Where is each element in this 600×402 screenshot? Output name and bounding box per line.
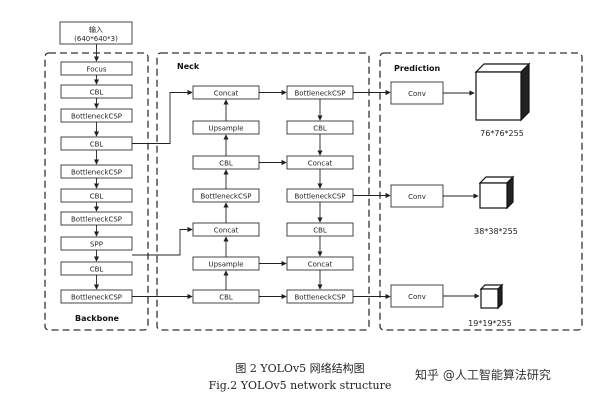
backbone-cbl-4-label: CBL bbox=[90, 266, 104, 274]
neck-right-bcsp-1-block: BottleneckCSP bbox=[286, 85, 354, 100]
neck-right-bcsp-2-block: BottleneckCSP bbox=[286, 188, 354, 203]
backbone-cbl-2-block: CBL bbox=[60, 136, 133, 151]
input-size: (640*640*3) bbox=[74, 35, 118, 43]
prediction-label: Prediction bbox=[394, 64, 441, 73]
output-cube-large bbox=[474, 62, 531, 122]
neck-concat-2-label: Concat bbox=[214, 227, 239, 235]
prediction-conv-1-label: Conv bbox=[408, 90, 426, 98]
backbone-cbl-1-label: CBL bbox=[90, 89, 104, 97]
backbone-cbl-1-block: CBL bbox=[60, 84, 133, 99]
neck-cbl-2-label: CBL bbox=[219, 294, 233, 302]
output-size-medium: 38*38*255 bbox=[474, 227, 518, 236]
neck-bcsp-1-block: BottleneckCSP bbox=[192, 188, 260, 203]
prediction-conv-3-block: Conv bbox=[390, 284, 444, 308]
neck-right-bcsp-2-label: BottleneckCSP bbox=[294, 193, 345, 201]
backbone-cbl-3-block: CBL bbox=[60, 188, 133, 203]
backbone-bcsp-4-label: BottleneckCSP bbox=[71, 294, 122, 302]
backbone-bcsp-2-label: BottleneckCSP bbox=[71, 169, 122, 177]
neck-right-cbl-1-label: CBL bbox=[313, 125, 327, 133]
figure-caption-en: Fig.2 YOLOv5 network structure bbox=[208, 379, 392, 392]
neck-right-concat-2-label: Concat bbox=[308, 261, 333, 269]
backbone-focus-block: Focus bbox=[60, 61, 133, 76]
backbone-spp-label: SPP bbox=[90, 241, 103, 249]
prediction-conv-2-block: Conv bbox=[390, 184, 444, 208]
neck-arrows bbox=[132, 89, 391, 300]
output-cube-small bbox=[479, 283, 504, 310]
backbone-bcsp-1-block: BottleneckCSP bbox=[60, 108, 133, 123]
neck-upsample-2-block: Upsample bbox=[192, 256, 260, 271]
neck-cbl-2-block: CBL bbox=[192, 289, 260, 304]
output-size-small: 19*19*255 bbox=[468, 319, 512, 328]
neck-label: Neck bbox=[177, 62, 200, 71]
prediction-conv-3-label: Conv bbox=[408, 293, 426, 301]
backbone-bcsp-1-label: BottleneckCSP bbox=[71, 113, 122, 121]
neck-concat-1-block: Concat bbox=[192, 85, 260, 100]
neck-upsample-2-label: Upsample bbox=[208, 261, 243, 269]
output-cube-medium bbox=[478, 175, 515, 210]
neck-bcsp-1-label: BottleneckCSP bbox=[200, 193, 251, 201]
backbone-label: Backbone bbox=[75, 314, 119, 323]
neck-right-bcsp-3-block: BottleneckCSP bbox=[286, 289, 354, 304]
backbone-spp-block: SPP bbox=[60, 236, 133, 251]
neck-right-bcsp-3-label: BottleneckCSP bbox=[294, 294, 345, 302]
neck-right-concat-1-label: Concat bbox=[308, 160, 333, 168]
neck-panel bbox=[156, 52, 370, 331]
prediction-conv-1-block: Conv bbox=[390, 81, 444, 105]
prediction-panel bbox=[379, 52, 583, 331]
neck-right-cbl-2-label: CBL bbox=[313, 227, 327, 235]
backbone-cbl-2-label: CBL bbox=[90, 141, 104, 149]
figure-caption-cn: 图 2 YOLOv5 网络结构图 bbox=[235, 362, 365, 375]
backbone-bcsp-3-label: BottleneckCSP bbox=[71, 216, 122, 224]
backbone-bcsp-2-block: BottleneckCSP bbox=[60, 164, 133, 179]
neck-concat-1-label: Concat bbox=[214, 90, 239, 98]
prediction-conv-2-label: Conv bbox=[408, 193, 426, 201]
backbone-bcsp-3-block: BottleneckCSP bbox=[60, 211, 133, 226]
output-arrows bbox=[443, 90, 480, 299]
neck-cbl-1-label: CBL bbox=[219, 160, 233, 168]
input-label: 输入 bbox=[89, 25, 103, 34]
output-size-large: 76*76*255 bbox=[480, 129, 524, 138]
neck-right-concat-2-block: Concat bbox=[286, 256, 354, 271]
watermark-text: 知乎 @人工智能算法研究 bbox=[415, 366, 551, 383]
neck-right-cbl-1-block: CBL bbox=[286, 120, 354, 135]
neck-concat-2-block: Concat bbox=[192, 222, 260, 237]
neck-cbl-1-block: CBL bbox=[192, 155, 260, 170]
input-box bbox=[59, 21, 133, 45]
backbone-bcsp-4-block: BottleneckCSP bbox=[60, 289, 133, 304]
neck-right-cbl-2-block: CBL bbox=[286, 222, 354, 237]
backbone-cbl-4-block: CBL bbox=[60, 261, 133, 276]
backbone-focus-label: Focus bbox=[87, 66, 107, 74]
neck-right-bcsp-1-label: BottleneckCSP bbox=[294, 90, 345, 98]
neck-upsample-1-label: Upsample bbox=[208, 125, 243, 133]
neck-upsample-1-block: Upsample bbox=[192, 120, 260, 135]
neck-right-concat-1-block: Concat bbox=[286, 155, 354, 170]
backbone-cbl-3-label: CBL bbox=[90, 193, 104, 201]
